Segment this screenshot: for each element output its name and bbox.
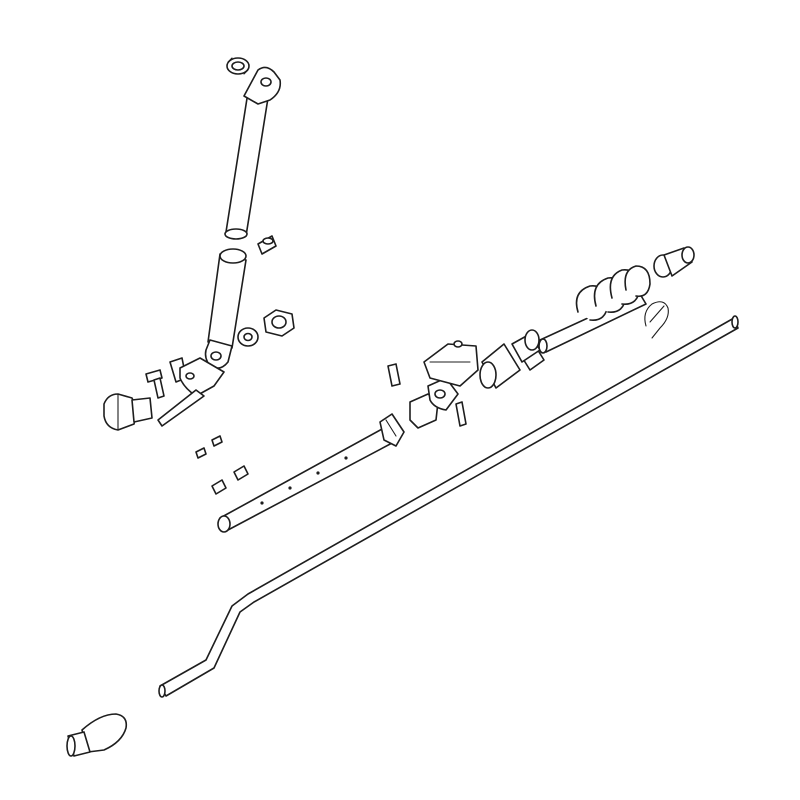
washer	[237, 327, 259, 347]
coil-spring	[575, 265, 651, 321]
hex-nut	[263, 309, 295, 337]
control-rod	[158, 315, 739, 698]
end-bushing	[653, 246, 695, 278]
pivot-block	[409, 377, 467, 429]
hair-pin-clip	[644, 301, 669, 339]
handle-knob	[66, 713, 128, 757]
roll-pin	[387, 363, 401, 387]
set-screws	[195, 435, 249, 495]
strut-bracket	[204, 339, 233, 370]
clevis	[379, 413, 405, 447]
bracket-plate	[157, 357, 225, 427]
strut-rod	[224, 66, 282, 240]
mount-plate	[423, 340, 479, 387]
shaft	[217, 427, 395, 533]
bushing	[479, 343, 545, 389]
nut-top	[226, 57, 250, 75]
bolt	[103, 393, 153, 431]
small-pin-upper	[257, 235, 277, 255]
